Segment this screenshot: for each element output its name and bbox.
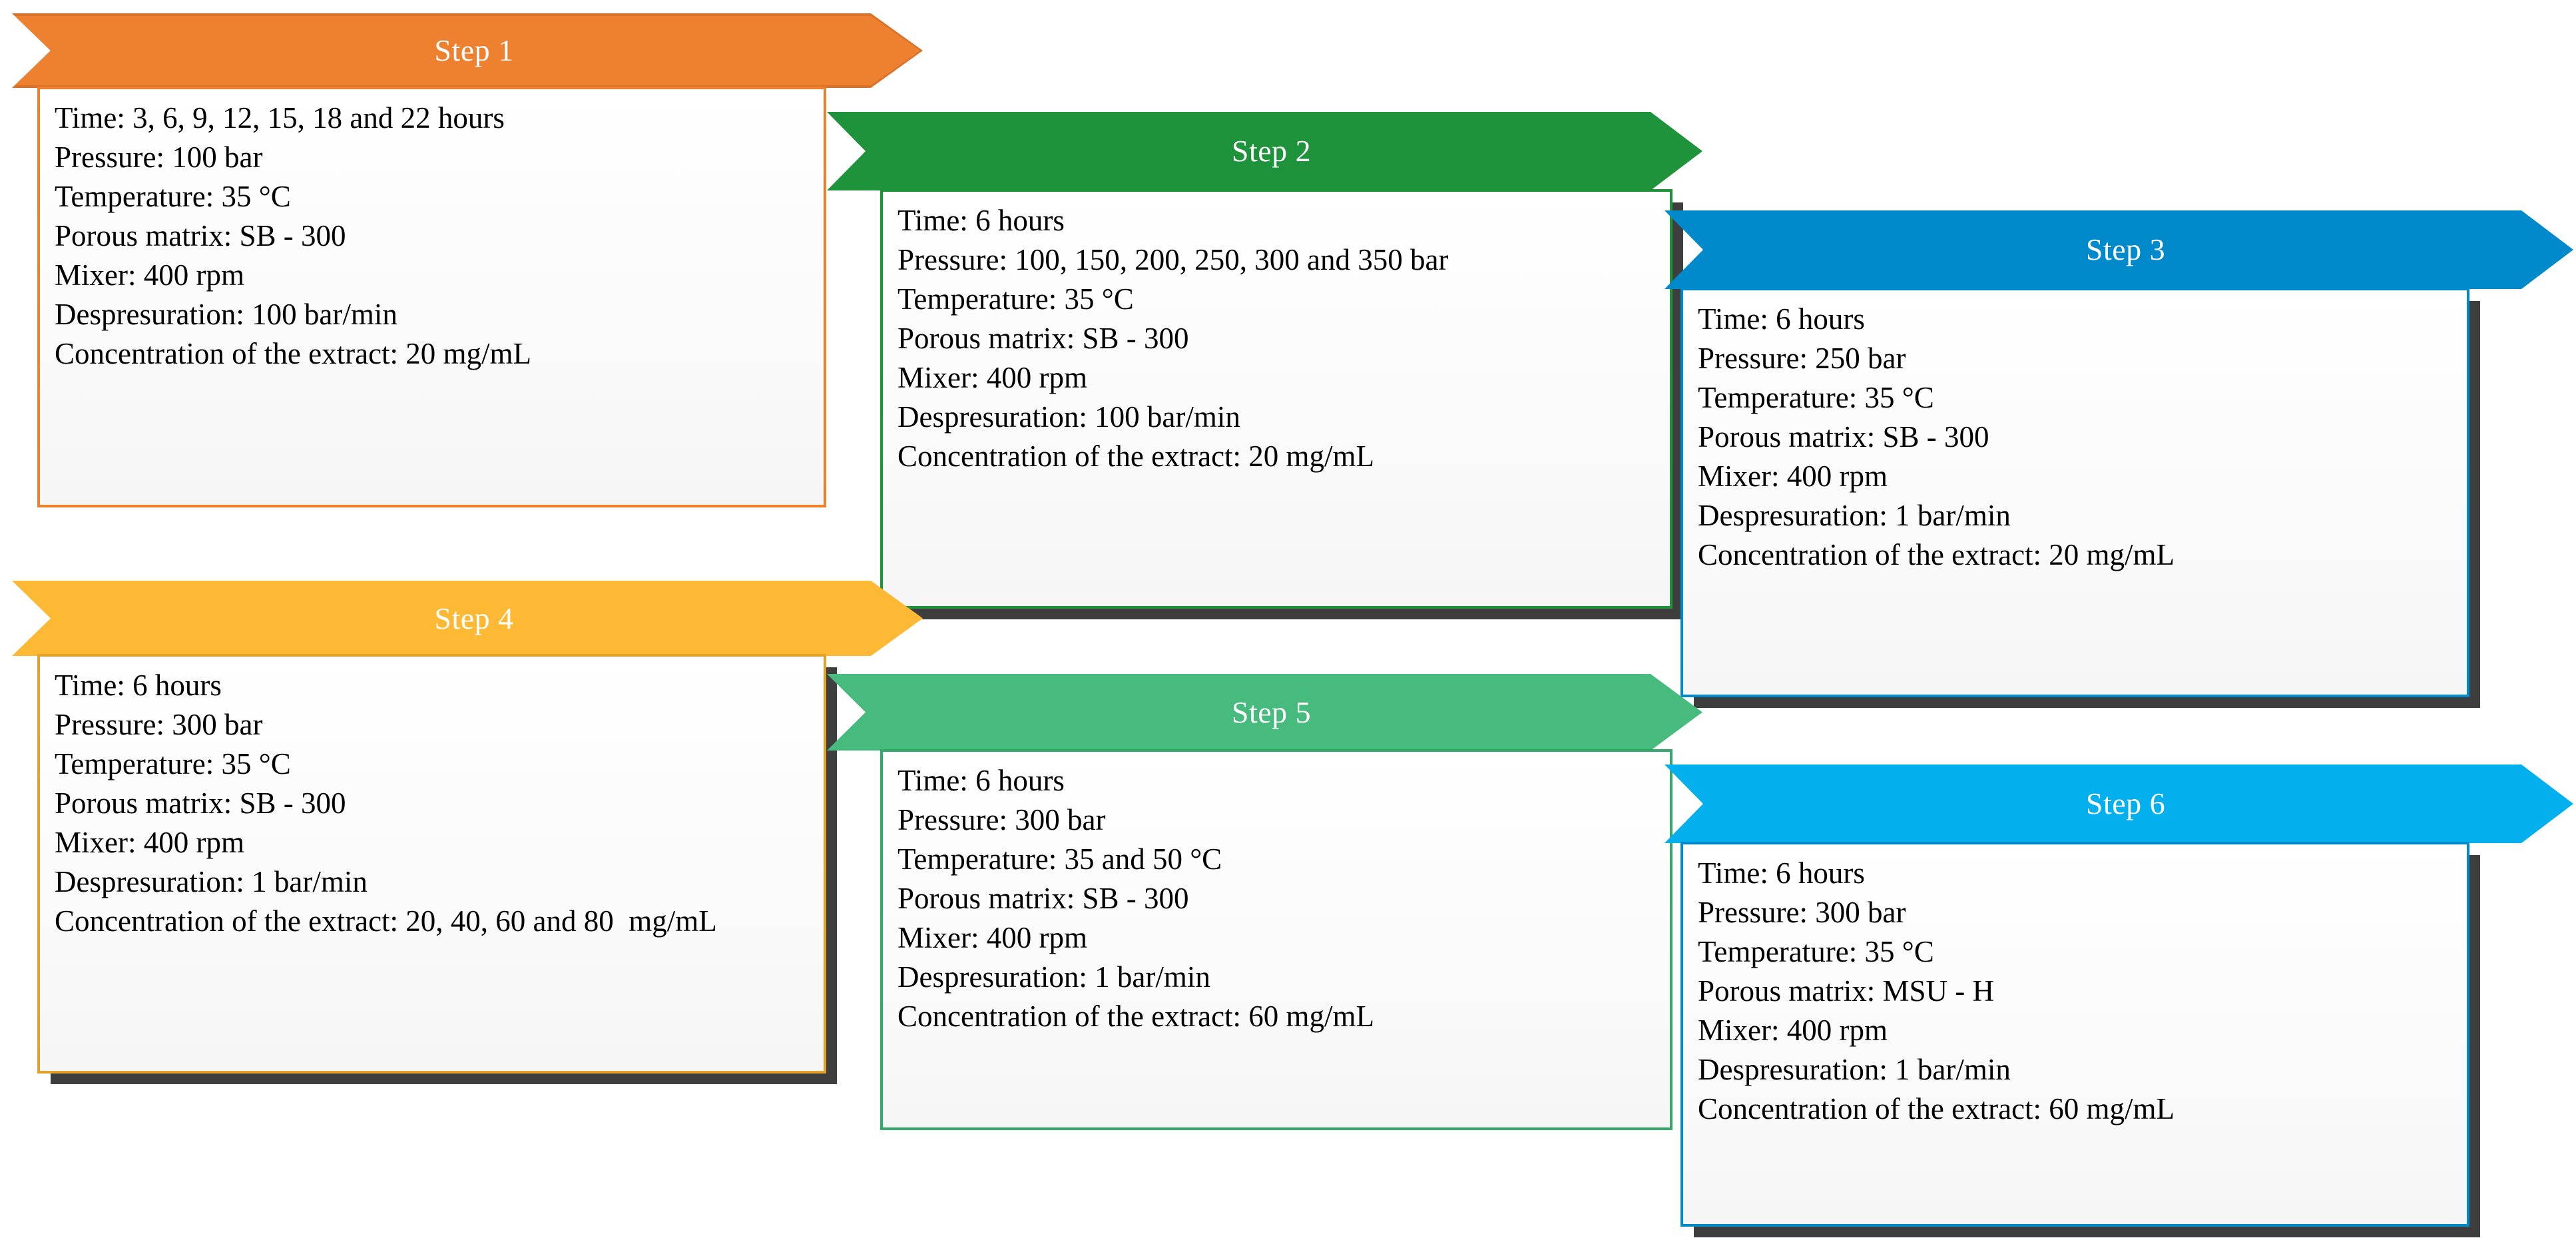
step-6-banner-arrow[interactable]: Step 6 [1665, 765, 2573, 843]
step-6-title: Step 6 [2085, 786, 2166, 820]
step-5-line-porous-matrix: Porous matrix: SB - 300 [898, 882, 1189, 915]
step-5-line-pressure: Pressure: 300 bar [898, 803, 1106, 836]
step-6-line-concentration: Concentration of the extract: 60 mg/mL [1698, 1092, 2175, 1125]
step-6-line-mixer: Mixer: 400 rpm [1698, 1014, 1888, 1047]
step-5-line-concentration: Concentration of the extract: 60 mg/mL [898, 1000, 1375, 1033]
step-1-line-concentration: Concentration of the extract: 20 mg/mL [55, 337, 532, 370]
step-1-line-pressure: Pressure: 100 bar [55, 141, 263, 174]
step-3-line-despresuration: Despresuration: 1 bar/min [1698, 499, 2011, 532]
step-2-line-temperature: Temperature: 35 °C [898, 282, 1134, 316]
step-6-line-temperature: Temperature: 35 °C [1698, 935, 1934, 968]
step-2-banner-arrow[interactable]: Step 2 [827, 112, 1702, 190]
step-2-details-box: Time: 6 hours Pressure: 100, 150, 200, 2… [880, 189, 1673, 609]
step-3-line-pressure: Pressure: 250 bar [1698, 342, 1906, 375]
step-6-line-despresuration: Despresuration: 1 bar/min [1698, 1053, 2011, 1086]
step-1-details-box: Time: 3, 6, 9, 12, 15, 18 and 22 hours P… [37, 87, 826, 507]
step-1-title: Step 1 [434, 33, 514, 67]
step-1-banner-arrow[interactable]: Step 1 [12, 13, 923, 88]
step-6-line-time: Time: 6 hours [1698, 856, 1865, 890]
step-1-line-despresuration: Despresuration: 100 bar/min [55, 298, 397, 331]
step-2-title: Step 2 [1231, 134, 1312, 168]
step-5-line-mixer: Mixer: 400 rpm [898, 921, 1087, 954]
step-3-banner-arrow[interactable]: Step 3 [1665, 210, 2573, 289]
step-5-line-time: Time: 6 hours [898, 764, 1065, 797]
step-3-line-time: Time: 6 hours [1698, 302, 1865, 336]
step-5-line-temperature: Temperature: 35 and 50 °C [898, 842, 1222, 876]
step-3-title: Step 3 [2085, 232, 2166, 266]
step-4-line-mixer: Mixer: 400 rpm [55, 826, 244, 859]
step-4-banner-arrow[interactable]: Step 4 [12, 581, 923, 656]
step-2-line-despresuration: Despresuration: 100 bar/min [898, 400, 1240, 434]
step-1-line-temperature: Temperature: 35 °C [55, 180, 291, 213]
step-5-banner-arrow[interactable]: Step 5 [827, 674, 1702, 751]
step-1-line-mixer: Mixer: 400 rpm [55, 258, 244, 292]
step-3-line-concentration: Concentration of the extract: 20 mg/mL [1698, 538, 2175, 571]
step-3-details-box: Time: 6 hours Pressure: 250 bar Temperat… [1680, 288, 2469, 697]
step-2-line-time: Time: 6 hours [898, 204, 1065, 237]
step-4-title: Step 4 [434, 601, 514, 635]
step-2-line-concentration: Concentration of the extract: 20 mg/mL [898, 440, 1375, 473]
step-4-line-temperature: Temperature: 35 °C [55, 747, 291, 780]
step-2-line-porous-matrix: Porous matrix: SB - 300 [898, 322, 1189, 355]
step-4-line-concentration: Concentration of the extract: 20, 40, 60… [55, 904, 717, 938]
step-3-line-porous-matrix: Porous matrix: SB - 300 [1698, 420, 1989, 454]
step-5-title: Step 5 [1231, 695, 1312, 729]
step-4-line-pressure: Pressure: 300 bar [55, 708, 263, 741]
step-4-details-box: Time: 6 hours Pressure: 300 bar Temperat… [37, 654, 826, 1074]
step-4-line-porous-matrix: Porous matrix: SB - 300 [55, 786, 346, 820]
step-6-line-pressure: Pressure: 300 bar [1698, 896, 1906, 929]
step-1-line-time: Time: 3, 6, 9, 12, 15, 18 and 22 hours [55, 101, 505, 135]
step-6-line-porous-matrix: Porous matrix: MSU - H [1698, 974, 1995, 1008]
step-5-line-despresuration: Despresuration: 1 bar/min [898, 960, 1210, 994]
step-1-line-porous-matrix: Porous matrix: SB - 300 [55, 219, 346, 252]
step-4-line-despresuration: Despresuration: 1 bar/min [55, 865, 368, 898]
step-1-banner-fill: Step 1 [15, 16, 920, 85]
step-5-details-box: Time: 6 hours Pressure: 300 bar Temperat… [880, 749, 1673, 1130]
step-4-line-time: Time: 6 hours [55, 669, 222, 702]
step-6-details-box: Time: 6 hours Pressure: 300 bar Temperat… [1680, 842, 2469, 1227]
step-2-line-pressure: Pressure: 100, 150, 200, 250, 300 and 35… [898, 243, 1449, 276]
step-3-line-mixer: Mixer: 400 rpm [1698, 460, 1888, 493]
step-3-line-temperature: Temperature: 35 °C [1698, 381, 1934, 414]
step-2-line-mixer: Mixer: 400 rpm [898, 361, 1087, 394]
